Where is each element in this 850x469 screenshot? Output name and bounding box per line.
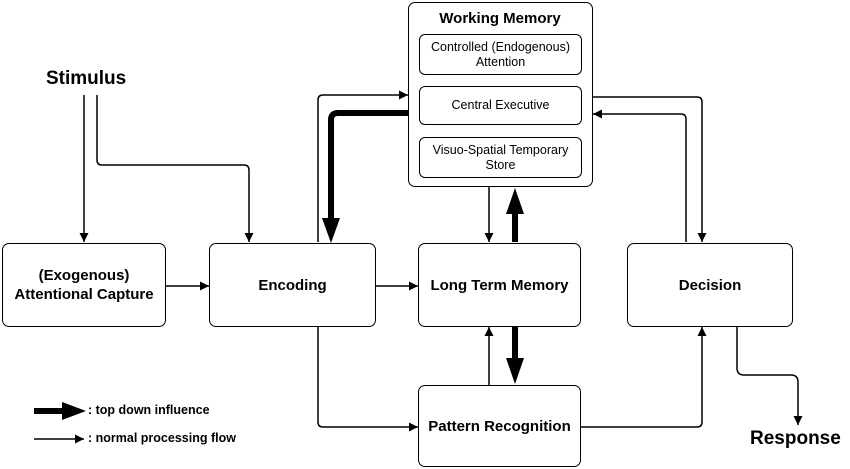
ltm-to-wm-thick-arrowhead bbox=[506, 188, 524, 214]
wm-to-encoding-thick-arrow bbox=[328, 110, 408, 224]
attentional-capture-box: (Exogenous) Attentional Capture bbox=[2, 243, 166, 327]
central-executive-box: Central Executive bbox=[419, 86, 582, 125]
long-term-memory-box: Long Term Memory bbox=[418, 243, 581, 327]
stimulus-label: Stimulus bbox=[46, 68, 127, 89]
encoding-box: Encoding bbox=[209, 243, 376, 327]
encoding-to-wm-arrow bbox=[317, 90, 408, 242]
stimulus-to-encoding-arrow bbox=[96, 95, 254, 242]
legend-normal-flow-label: : normal processing flow bbox=[88, 431, 236, 445]
wm-to-encoding-thick-arrowhead bbox=[322, 218, 340, 243]
pattern-to-decision-arrow bbox=[581, 327, 707, 428]
controlled-attention-box: Controlled (Endogenous) Attention bbox=[419, 34, 582, 75]
legend-top-down-label: : top down influence bbox=[88, 403, 210, 417]
decision-box: Decision bbox=[627, 243, 793, 327]
visuo-spatial-store-box: Visuo-Spatial Temporary Store bbox=[419, 137, 582, 178]
decision-to-wm-arrow bbox=[593, 109, 687, 242]
ltm-to-pattern-thick-arrowhead bbox=[506, 358, 524, 384]
encoding-to-pattern-arrow bbox=[317, 327, 418, 432]
response-label: Response bbox=[750, 428, 841, 449]
wm-to-decision-arrow bbox=[593, 96, 707, 242]
pattern-recognition-box: Pattern Recognition bbox=[418, 385, 581, 467]
working-memory-title: Working Memory bbox=[439, 10, 561, 27]
legend-thick-arrowhead bbox=[62, 402, 86, 420]
decision-to-response-arrow bbox=[736, 327, 803, 425]
